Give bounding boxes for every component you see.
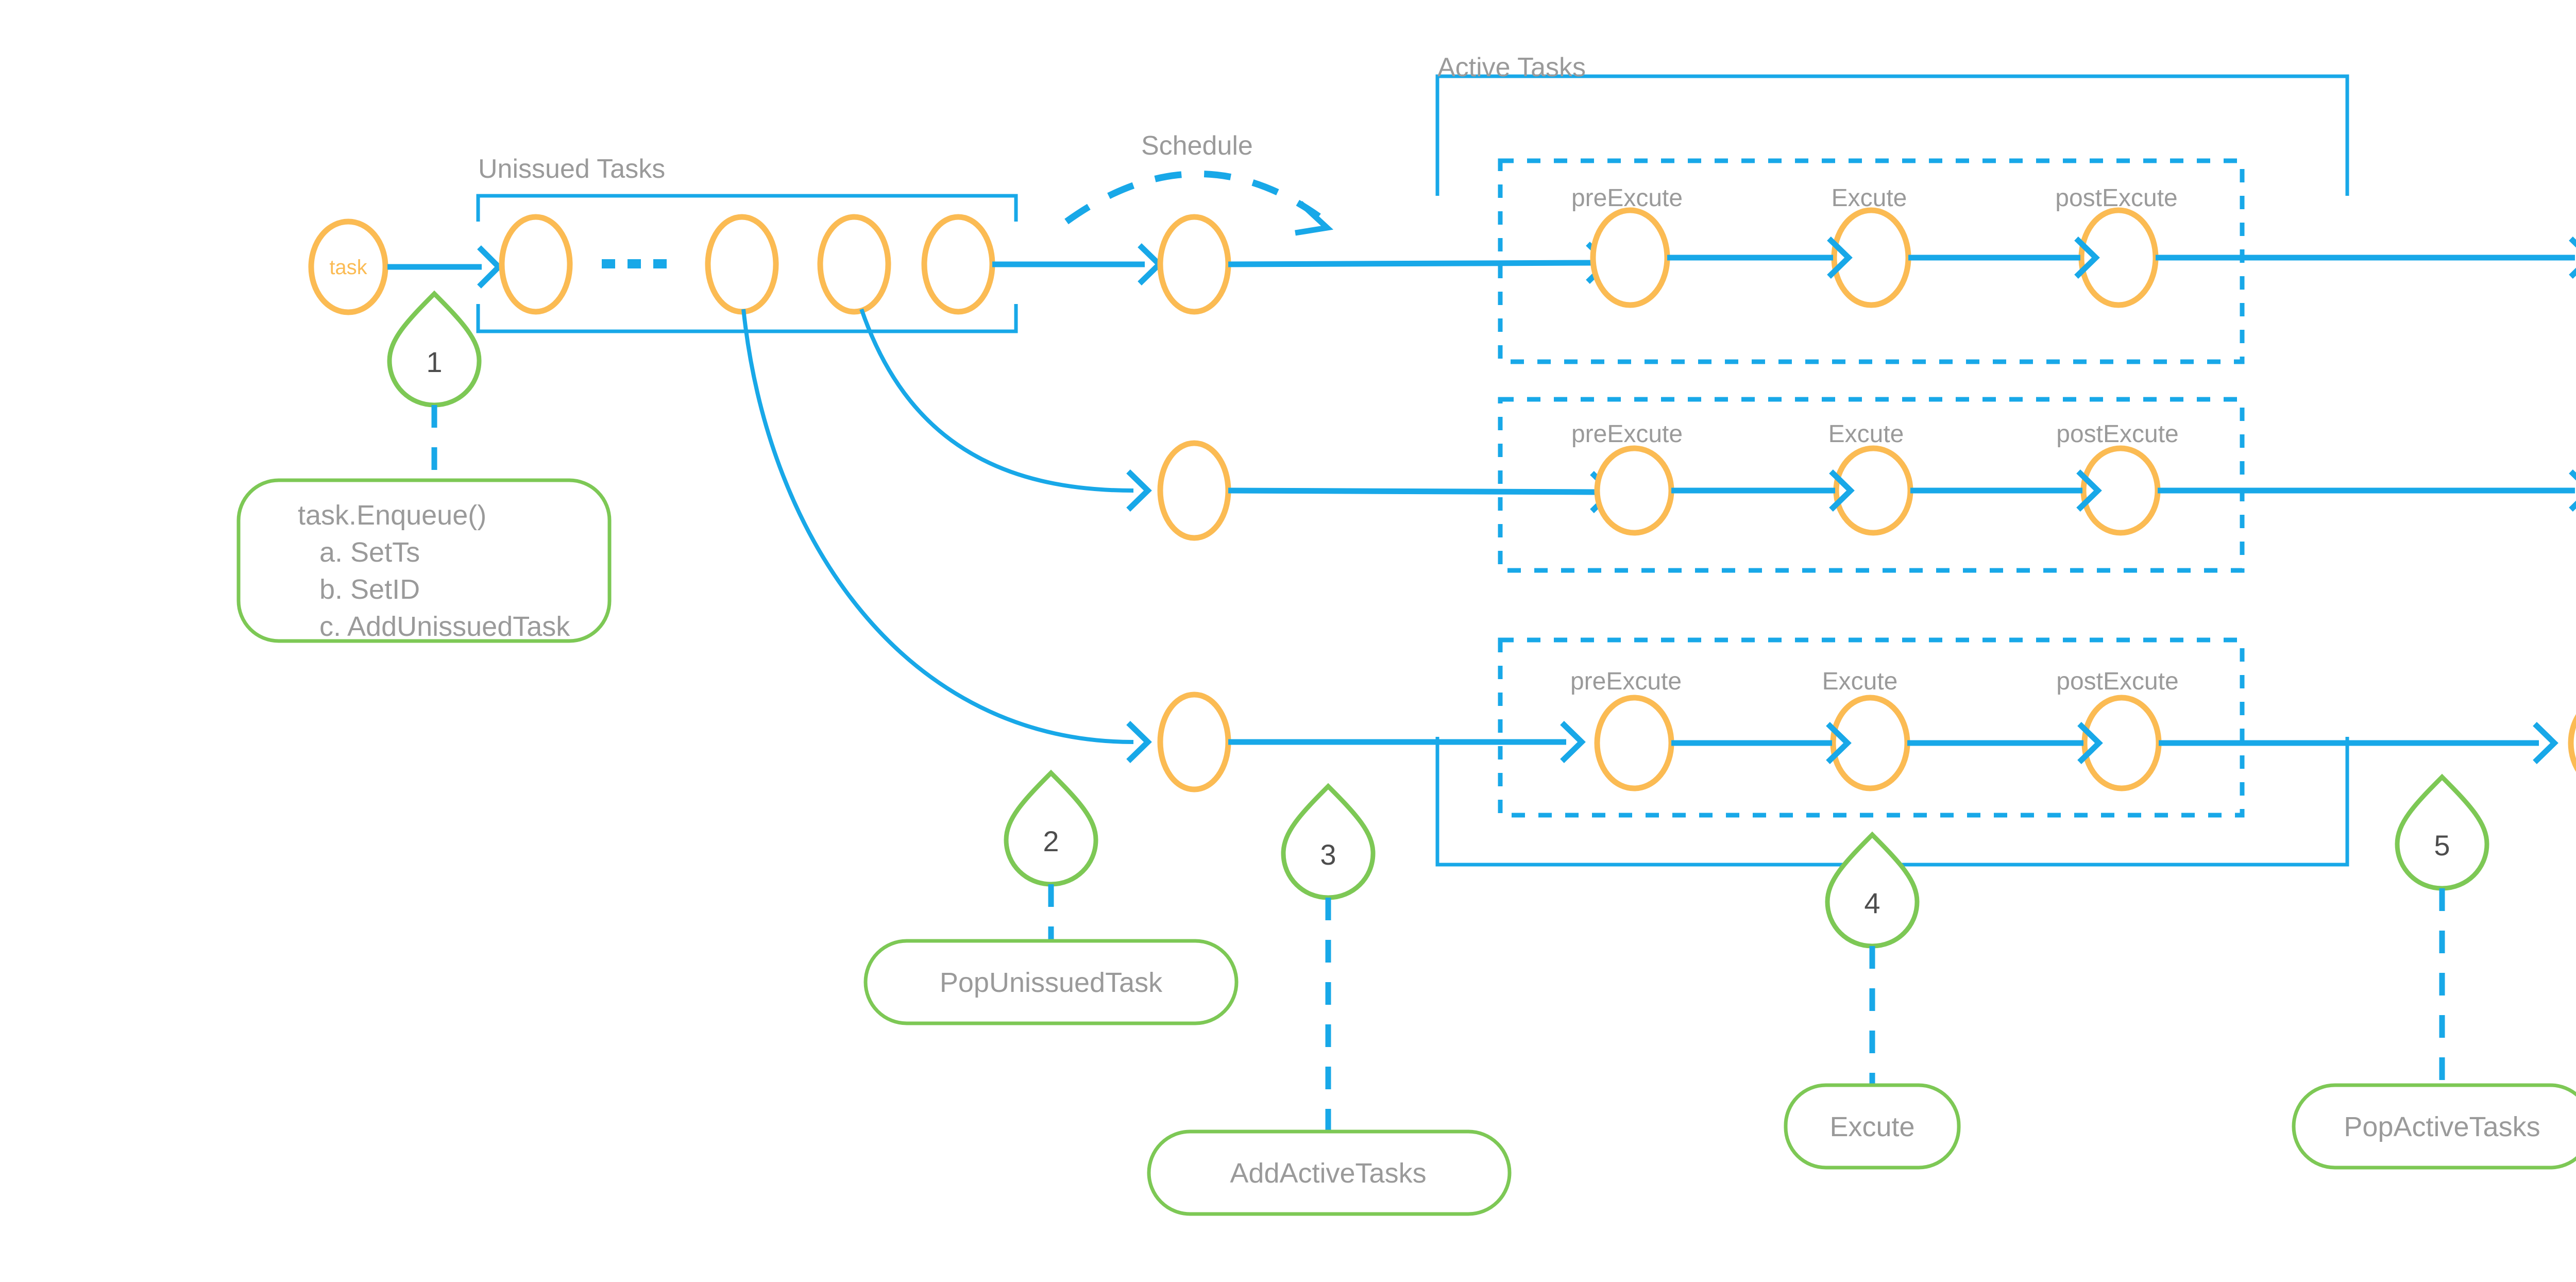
callout-number-4: 4 (1864, 887, 1880, 919)
edge-row2-entry-to-pre (1228, 487, 1597, 495)
callout-number-3: 3 (1320, 838, 1336, 871)
callout-number-2: 2 (1043, 825, 1059, 857)
row2-pre-node (1594, 445, 1674, 536)
callout-box-2[interactable] (863, 939, 1239, 1025)
row2-exec-label: Excute (1828, 420, 1904, 448)
callout-4-label: Excute (1829, 1111, 1914, 1142)
unissued-tasks-label: Unissued Tasks (478, 154, 665, 184)
arrowhead-icon (1826, 722, 1852, 764)
arrowhead-icon (1126, 721, 1152, 763)
callout-number-5: 5 (2434, 829, 2450, 862)
callout-1-line-1: a. SetTs (319, 537, 420, 568)
row3-exit-node (2568, 714, 2576, 772)
row1-exec-label: Excute (1832, 184, 1907, 212)
arrowhead-icon (1560, 721, 1586, 763)
row3-pre-label: preExcute (1570, 668, 1682, 695)
row3-pre-node (1594, 695, 1674, 791)
callout-number-1: 1 (426, 346, 442, 378)
unissued-node-1 (499, 214, 573, 315)
unissued-node-4 (921, 214, 995, 315)
callout-box-3[interactable] (1147, 1129, 1512, 1216)
arrowhead-icon (2074, 237, 2100, 279)
row3-entry-node (1157, 691, 1231, 792)
row1-post-label: postExcute (2055, 184, 2177, 212)
callout-1-line-2: b. SetID (319, 574, 420, 605)
arrowhead-icon (477, 245, 503, 289)
row2-post-label: postExcute (2056, 420, 2178, 448)
arrowhead-icon (1126, 469, 1152, 512)
arrowhead-icon (1827, 237, 1853, 279)
unissued-node-2 (705, 214, 779, 315)
schedule-arrowhead-icon (1295, 200, 1334, 236)
row3-stage-box (1498, 637, 2245, 818)
callout-box-5[interactable] (2292, 1083, 2576, 1170)
callout-box-4[interactable] (1784, 1083, 1961, 1170)
callout-5-label: PopActiveTasks (2344, 1111, 2540, 1142)
callout-box-1[interactable] (236, 478, 612, 643)
arrowhead-icon (1829, 469, 1855, 512)
row2-entry-node (1157, 440, 1231, 541)
active-tasks-bracket (1435, 74, 2349, 196)
edge-queue-to-row3 (741, 309, 1134, 744)
edge-row1-entry-to-pre (1228, 260, 1592, 267)
callout-1-line-0: task.Enqueue() (298, 500, 486, 531)
unissued-tasks-bracket-top (476, 194, 1018, 222)
active-tasks-label: Active Tasks (1437, 53, 1586, 82)
arrowhead-icon (2077, 722, 2103, 764)
callout-3-label: AddActiveTasks (1230, 1158, 1426, 1189)
queue-ellipsis-icon (602, 259, 667, 268)
task-source-label: task (329, 256, 367, 279)
row1-entry-node (1157, 214, 1231, 315)
row2-pre-label: preExcute (1571, 420, 1683, 448)
row1-pre-label: preExcute (1571, 184, 1683, 212)
callout-2-label: PopUnissuedTask (940, 967, 1163, 998)
callout-1-line-3: c. AddUnissuedTask (319, 611, 570, 642)
task-source-node (308, 218, 388, 315)
row1-stage-box (1498, 158, 2245, 364)
row1-pre-node (1590, 207, 1670, 308)
edge-queue-to-row2 (859, 308, 1134, 493)
unissued-node-3 (817, 214, 891, 315)
row3-exec-label: Excute (1822, 668, 1898, 695)
schedule-label: Schedule (1141, 131, 1253, 161)
arrowhead-icon (2076, 469, 2102, 512)
row3-post-label: postExcute (2056, 668, 2178, 695)
arrowhead-icon (2533, 722, 2558, 764)
